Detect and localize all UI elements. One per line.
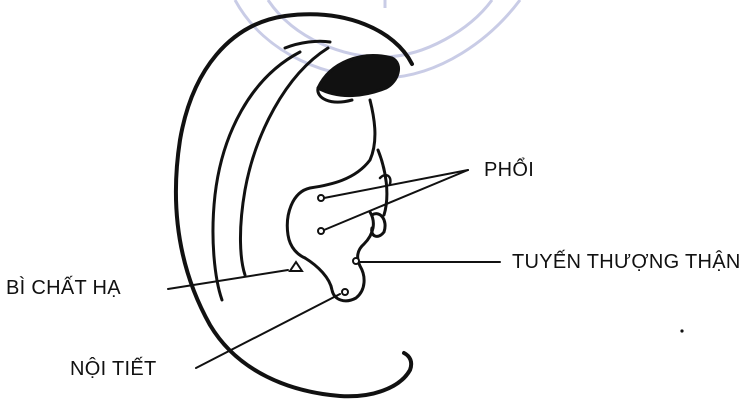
ear-upper-fold [318,56,399,96]
label-phoi: PHỔI [484,160,534,180]
ear-concha [287,100,375,258]
label-tuyen-thuong-than: TUYẾN THƯỢNG THẬN [512,252,741,272]
label-bi-chat-ha: BÌ CHẤT HẠ [6,278,121,298]
acupoint-noi-tiet [342,289,348,295]
acupoint-phoi-2 [318,228,324,234]
leader-noi-tiet [196,294,340,368]
leader-phoi-1 [324,170,468,198]
acupoint-bi-chat-ha [290,262,302,271]
label-noi-tiet: NỘI TIẾT [70,359,156,379]
stray-dot [680,329,683,332]
ear-helix-inner-line-2 [240,48,328,275]
acupoint-markers [290,195,359,295]
acupoint-tuyen-thuong-than [353,258,359,264]
ear-antitragus [305,212,373,301]
